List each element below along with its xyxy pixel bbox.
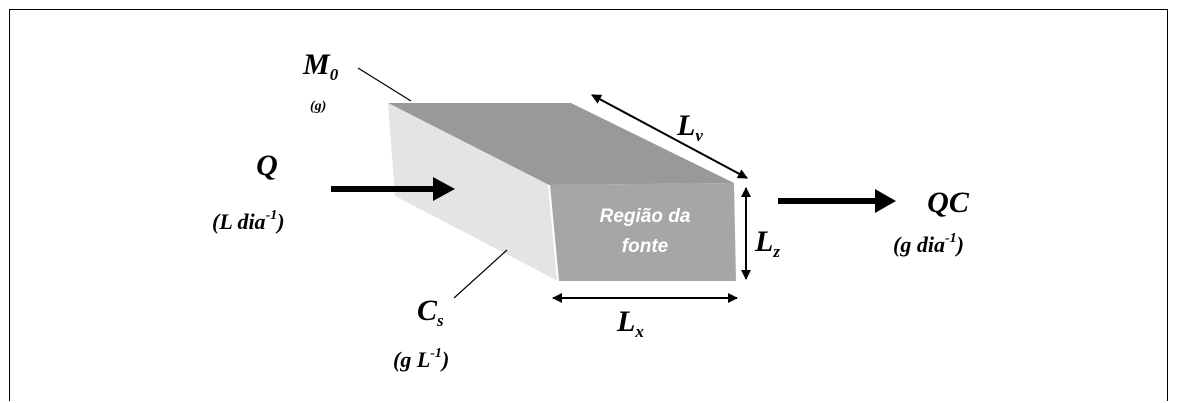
outflow-arrowhead bbox=[875, 189, 896, 213]
box-left-face bbox=[388, 103, 558, 281]
lv-dimension-arrow bbox=[591, 94, 748, 179]
inflow-arrowhead bbox=[433, 177, 455, 201]
cs-leader-line bbox=[453, 249, 508, 299]
m0-label: M0 bbox=[302, 48, 339, 84]
cs-label: Cs bbox=[417, 294, 444, 330]
source-region-label-line2: fonte bbox=[622, 236, 669, 257]
m0-unit: (g) bbox=[310, 99, 326, 114]
m0-leader-line bbox=[357, 67, 412, 102]
qc-unit: (g dia-1) bbox=[893, 231, 964, 257]
box-front-face bbox=[549, 183, 736, 281]
lx-label: Lx bbox=[616, 305, 644, 341]
q-unit: (L dia-1) bbox=[212, 208, 285, 234]
diagram-frame bbox=[9, 9, 1168, 401]
lz-label: Lz bbox=[754, 225, 780, 261]
cs-unit: (g L-1) bbox=[393, 346, 449, 372]
source-region-label-line1: Região da bbox=[600, 206, 691, 227]
qc-label: QC bbox=[927, 186, 970, 219]
box-edge-highlight bbox=[548, 184, 559, 282]
q-label: Q bbox=[256, 149, 278, 182]
lv-label: Lv bbox=[676, 109, 703, 145]
